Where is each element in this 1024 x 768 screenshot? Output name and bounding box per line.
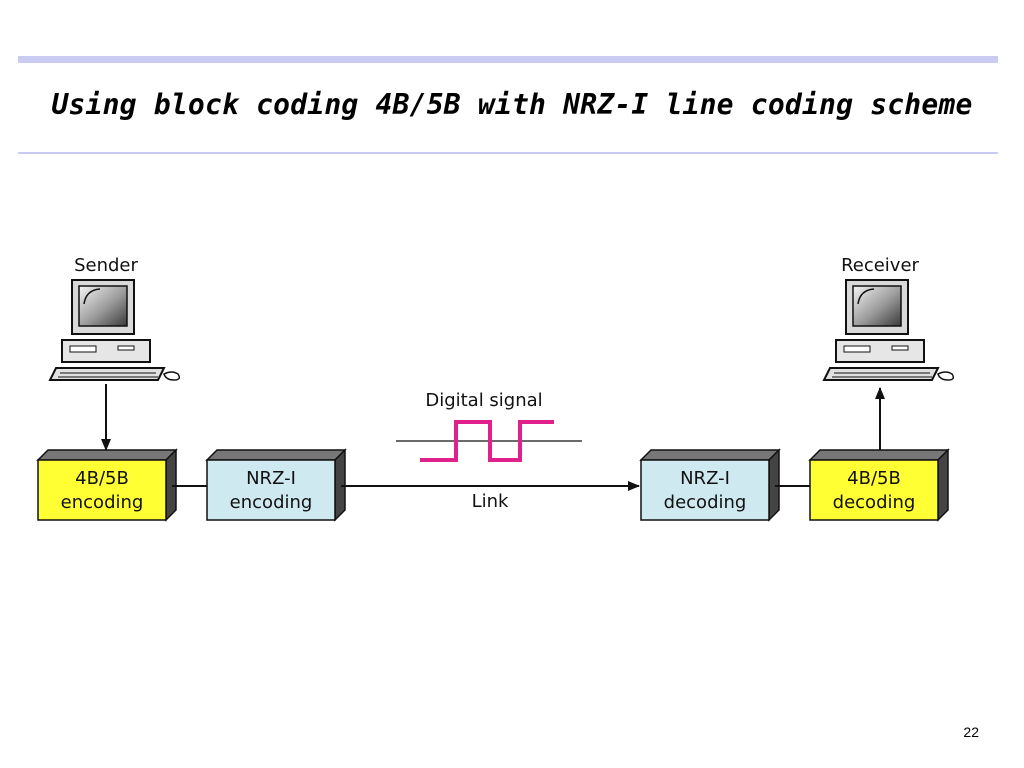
digital-signal-label: Digital signal bbox=[425, 390, 542, 411]
receiver-computer-icon bbox=[822, 279, 955, 381]
block-nrzi-encoding: NRZ-I encoding bbox=[205, 448, 347, 522]
top-rule bbox=[18, 56, 998, 63]
link-label: Link bbox=[472, 491, 509, 512]
sender-label: Sender bbox=[74, 255, 138, 276]
block-nrzi-decoding: NRZ-I decoding bbox=[639, 448, 781, 522]
block-4b5b-encoding-line2: encoding bbox=[61, 492, 144, 513]
block-4b5b-encoding-face bbox=[37, 459, 167, 521]
receiver-label: Receiver bbox=[841, 255, 919, 276]
block-4b5b-decoding-line1: 4B/5B bbox=[847, 468, 901, 489]
nrzi-signal-waveform bbox=[420, 420, 554, 462]
block-nrzi-encoding-line1: NRZ-I bbox=[246, 468, 296, 489]
block-nrzi-encoding-line2: encoding bbox=[230, 492, 313, 513]
block-4b5b-encoding: 4B/5B encoding bbox=[36, 448, 178, 522]
block-nrzi-decoding-line2: decoding bbox=[664, 492, 747, 513]
block-4b5b-decoding: 4B/5B decoding bbox=[808, 448, 950, 522]
block-4b5b-decoding-face bbox=[809, 459, 939, 521]
block-4b5b-encoding-line1: 4B/5B bbox=[75, 468, 129, 489]
page-number: 22 bbox=[963, 724, 979, 740]
title-rule bbox=[18, 152, 998, 154]
slide-title: Using block coding 4B/5B with NRZ-I line… bbox=[51, 88, 973, 121]
sender-computer-icon bbox=[48, 279, 181, 381]
block-nrzi-encoding-face bbox=[206, 459, 336, 521]
block-nrzi-decoding-face bbox=[640, 459, 770, 521]
block-4b5b-decoding-line2: decoding bbox=[833, 492, 916, 513]
block-nrzi-decoding-line1: NRZ-I bbox=[680, 468, 730, 489]
